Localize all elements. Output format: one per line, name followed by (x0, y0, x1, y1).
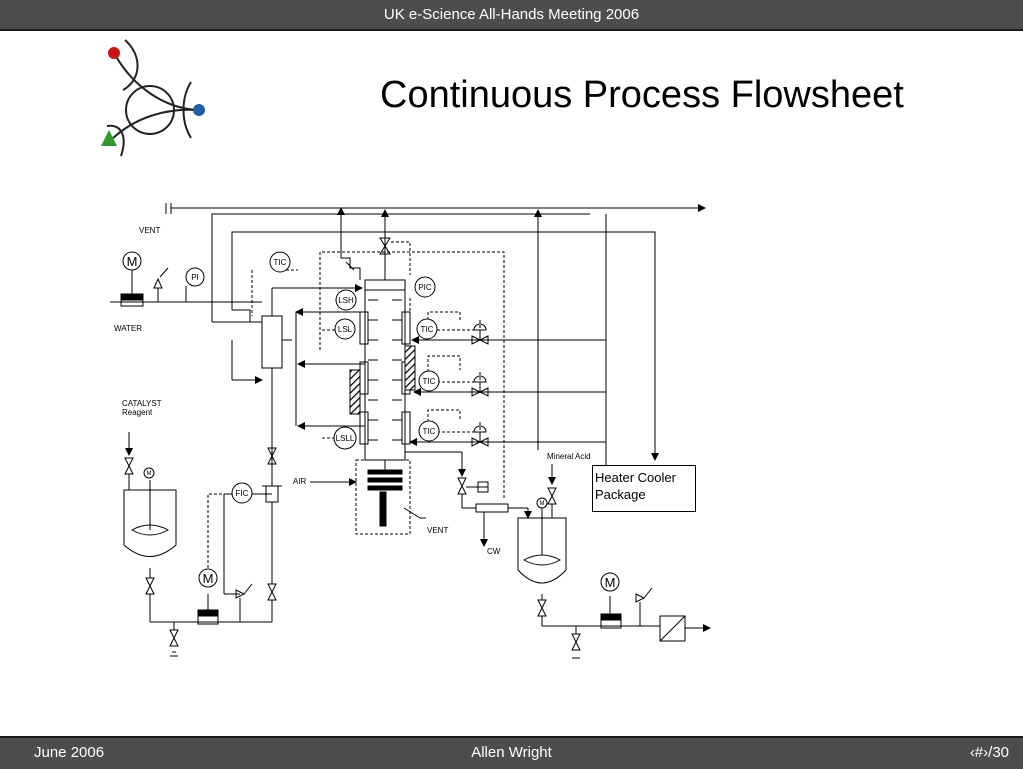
logo (101, 39, 205, 157)
motor-label-neutraliser: M (605, 575, 616, 590)
slide-header-bar: UK e-Science All-Hands Meeting 2006 (0, 0, 1023, 31)
reagent-label: Reagent (122, 408, 153, 417)
motor-label-catalyst: M (203, 571, 214, 586)
heater-cooler-line1: Heater Cooler (595, 470, 676, 485)
lsl-instrument: LSL (338, 325, 353, 334)
heater-cooler-package: Heater Cooler Package (592, 465, 696, 512)
water-label: WATER (114, 324, 142, 333)
footer-author: Allen Wright (471, 744, 552, 761)
process-flowsheet: M M M PI TIC LSH PIC LSL TIC TIC TIC LSL… (110, 203, 711, 659)
vent-top-label: VENT (139, 226, 160, 235)
agitator-motor-catalyst: M (147, 471, 152, 477)
lsh-instrument: LSH (338, 296, 354, 305)
blue-sphere-icon (193, 104, 205, 116)
footer-date: June 2006 (34, 744, 105, 761)
agitator-motor-neutraliser: M (540, 501, 545, 507)
green-cone-icon (101, 130, 117, 146)
lsll-instrument: LSLL (336, 434, 355, 443)
red-sphere-icon (108, 47, 120, 59)
conference-title: UK e-Science All-Hands Meeting 2006 (383, 6, 640, 23)
slide-title: Continuous Process Flowsheet (380, 74, 904, 116)
tic-zone-1: TIC (421, 325, 434, 334)
vent-bottom-label: VENT (427, 526, 448, 535)
catalyst-label: CATALYST (122, 399, 162, 408)
tic-zone-2: TIC (423, 377, 436, 386)
slide-footer-bar: June 2006 Allen Wright ‹#›/30 (0, 736, 1023, 769)
cw-label: CW (487, 547, 501, 556)
fic-instrument: FIC (236, 489, 249, 498)
mineral-acid-label: Mineral Acid (547, 452, 591, 461)
tic-zone-3: TIC (423, 427, 436, 436)
tic-condenser: TIC (274, 258, 287, 267)
pi-instrument: PI (191, 273, 199, 282)
footer-page-number: ‹#›/30 (969, 744, 1009, 761)
air-label: AIR (293, 477, 307, 486)
heater-cooler-line2: Package (595, 487, 646, 502)
pic-instrument: PIC (418, 283, 432, 292)
motor-label-water: M (127, 254, 138, 269)
